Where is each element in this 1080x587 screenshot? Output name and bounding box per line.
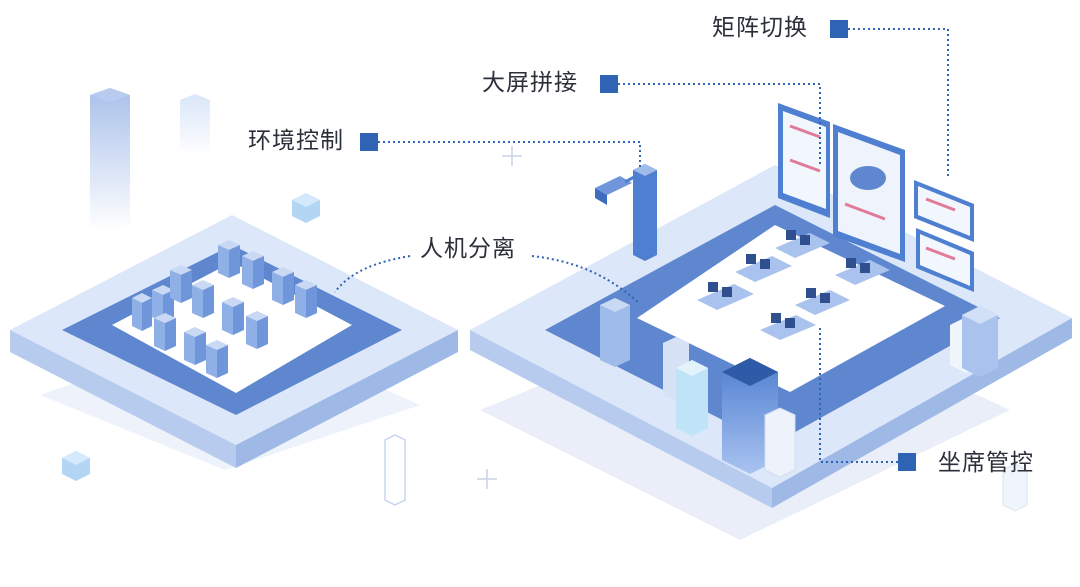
- callout-line-matrix: [848, 28, 949, 178]
- callout-line-separation-right: [531, 255, 639, 303]
- plus-mark: [477, 469, 497, 489]
- callout-line-environment: [378, 141, 641, 170]
- label-big-screen: 大屏拼接: [482, 70, 578, 96]
- right-control-platform: [470, 103, 1072, 540]
- right-platform-inner-floor: [637, 225, 945, 392]
- operator-desk: [835, 258, 890, 285]
- operator-desk: [775, 230, 830, 258]
- server-rack: [242, 251, 264, 289]
- operator-desk: [795, 288, 850, 315]
- label-seat: 坐席管控: [938, 450, 1034, 476]
- server-rack: [206, 340, 228, 378]
- seat-marker: [898, 453, 916, 471]
- server-rack: [154, 313, 176, 351]
- matrix-marker: [830, 20, 848, 38]
- server-rack: [222, 297, 244, 335]
- decorative-towers: [600, 298, 1028, 512]
- server-rack: [132, 293, 152, 331]
- callout-line-big-screen: [618, 83, 821, 165]
- server-rack: [170, 265, 192, 303]
- plus-mark: [502, 146, 522, 166]
- tall-pillar: [90, 88, 130, 232]
- environment-marker: [360, 133, 378, 151]
- label-environment: 环境控制: [248, 128, 344, 154]
- callout-line-seat: [819, 325, 898, 463]
- callout-line-separation-left: [334, 255, 411, 293]
- big-screen-marker: [600, 75, 618, 93]
- camera-icon: [595, 176, 632, 195]
- server-rack: [218, 240, 240, 278]
- server-rack: [192, 280, 214, 318]
- callout-lines: [334, 28, 949, 463]
- cloud-icon: [850, 166, 886, 190]
- server-rack: [272, 267, 294, 305]
- operator-desks: [697, 230, 890, 340]
- label-matrix: 矩阵切换: [712, 15, 808, 41]
- video-wall: [778, 103, 974, 292]
- left-platform-side-left: [10, 330, 236, 468]
- left-platform-side-right: [236, 330, 458, 468]
- camera-pole: [595, 164, 657, 261]
- server-rack-group: [132, 240, 317, 378]
- operator-desk: [760, 313, 816, 340]
- decorative-elements-left: [62, 88, 522, 506]
- server-rack: [246, 311, 268, 349]
- short-pillar: [180, 94, 210, 156]
- right-platform-side-left: [470, 330, 772, 508]
- operator-desk: [697, 282, 754, 310]
- outline-pillar: [384, 434, 406, 506]
- server-rack: [295, 280, 317, 318]
- server-rack: [184, 327, 206, 365]
- left-server-platform: [10, 215, 458, 470]
- operator-desk: [735, 254, 792, 282]
- label-separation: 人机分离: [420, 236, 516, 262]
